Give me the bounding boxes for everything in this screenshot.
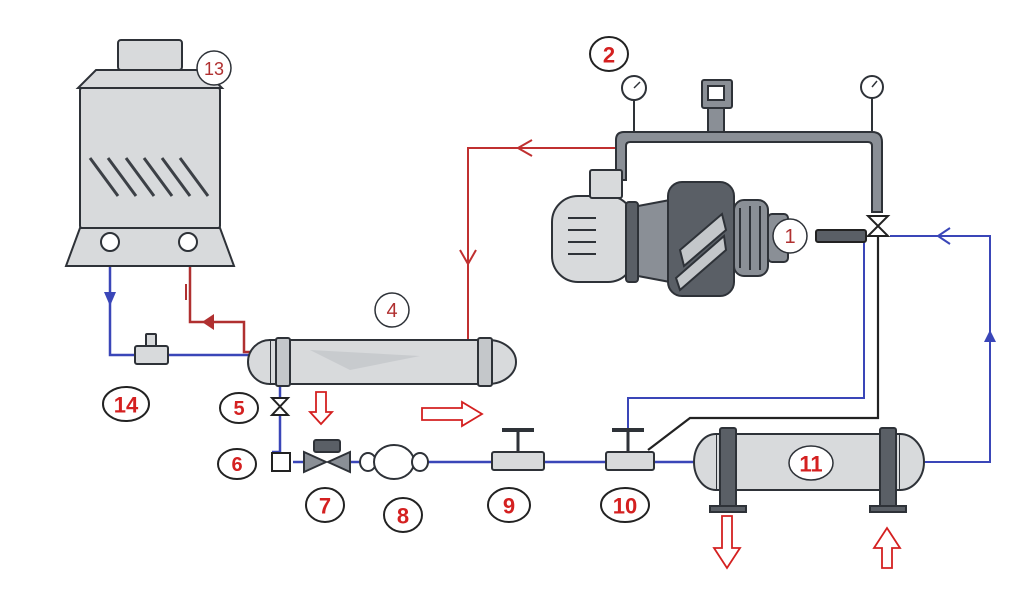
label-5: 5: [219, 392, 259, 424]
svg-text:13: 13: [204, 59, 224, 79]
svg-text:9: 9: [503, 494, 515, 519]
suction-line: [627, 236, 865, 430]
water-pump: [134, 333, 169, 365]
arrow-down-outline-7: [307, 391, 335, 426]
svg-text:1: 1: [784, 226, 795, 248]
label-14: 14: [102, 386, 150, 422]
tower-inlet-right: [178, 232, 198, 252]
chilled-water-line: [890, 235, 991, 463]
label-2: 2: [589, 36, 629, 72]
condenser-shading: [310, 350, 420, 370]
arrow-down-outline-11: [712, 515, 742, 570]
expansion-valve-10: [605, 428, 655, 471]
cold-water-supply-line: [108, 262, 258, 357]
arrow-up-outline-11: [872, 526, 902, 569]
sight-glass: [359, 444, 429, 480]
hand-valve: [269, 397, 291, 416]
svg-text:2: 2: [603, 43, 615, 68]
svg-text:8: 8: [397, 504, 409, 529]
solenoid-valve: [303, 439, 351, 474]
tower-outlet-left: [100, 232, 120, 252]
flow-arrow-left: [515, 139, 533, 157]
svg-text:6: 6: [231, 454, 242, 476]
hot-water-arrowhead: [202, 314, 214, 330]
hot-water-return-line: [188, 262, 258, 354]
svg-text:4: 4: [386, 300, 397, 322]
label-1: 1: [772, 218, 808, 254]
cold-water-arrowhead: [104, 292, 116, 306]
flow-arrow-down: [459, 249, 477, 267]
label-13: 13: [196, 50, 232, 86]
label-8: 8: [383, 497, 423, 533]
compressor-motor: [551, 169, 639, 283]
label-9: 9: [487, 487, 531, 523]
filter-drier: [271, 452, 291, 472]
arrow-right-outline: [421, 400, 484, 428]
pressure-gauge-right: [860, 75, 884, 132]
label-11: 11: [788, 445, 834, 481]
svg-text:7: 7: [319, 494, 331, 519]
label-10: 10: [600, 487, 650, 523]
label-7: 7: [305, 487, 345, 523]
compressor-manifold: [615, 131, 883, 213]
svg-text:11: 11: [799, 452, 822, 477]
svg-text:5: 5: [233, 398, 244, 420]
chilled-up-arrowhead: [984, 330, 996, 342]
stop-valve-9: [491, 428, 545, 471]
svg-text:10: 10: [613, 494, 637, 519]
pressure-gauge-left: [621, 75, 647, 132]
svg-text:14: 14: [114, 393, 139, 418]
label-4: 4: [374, 292, 410, 328]
control-box: [701, 79, 733, 133]
chilled-left-arrow: [936, 227, 951, 245]
black-return-line: [647, 232, 880, 451]
hot-discharge-line: [467, 147, 618, 340]
label-6: 6: [217, 448, 257, 480]
compressor-body: [637, 181, 789, 297]
cooling-tower-fill-slats: [88, 157, 210, 197]
compressor-service-valve: [815, 215, 891, 243]
